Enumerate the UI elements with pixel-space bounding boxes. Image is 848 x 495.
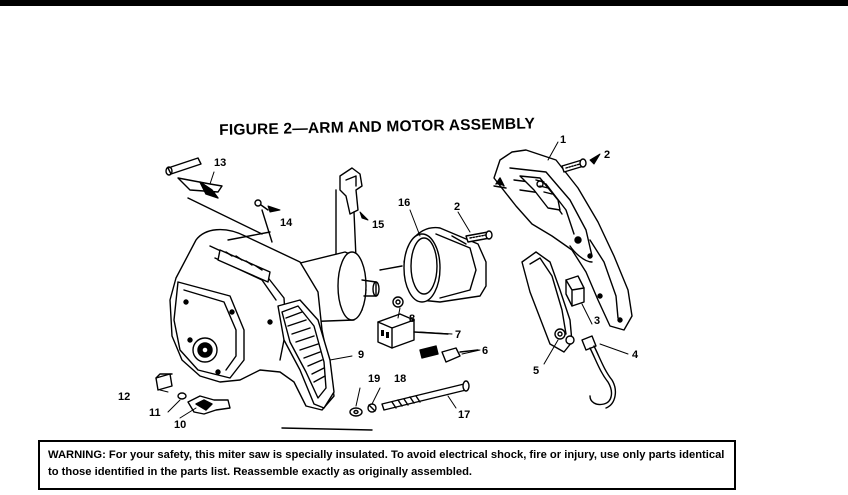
- callout-8: 8: [409, 313, 415, 325]
- part-14-screw: [254, 199, 273, 243]
- callout-19: 19: [368, 373, 380, 385]
- callout-11: 11: [149, 407, 161, 419]
- part-2-screw-top: [561, 158, 587, 173]
- part-16-motor-shroud: [379, 226, 487, 303]
- callout-7: 7: [455, 329, 461, 341]
- callout-10: 10: [174, 419, 186, 431]
- callout-2-middle: 2: [454, 201, 460, 213]
- part-9-motor-housing: [169, 229, 373, 431]
- callout-15: 15: [372, 219, 384, 231]
- callout-16: 16: [398, 197, 410, 209]
- callout-3: 3: [594, 315, 600, 327]
- callout-17: 17: [458, 409, 470, 421]
- part-5-handle-cover: [521, 251, 575, 353]
- callout-1: 1: [560, 134, 566, 146]
- warning-label: WARNING:: [48, 449, 106, 461]
- part-4-cord: [581, 335, 617, 409]
- callout-13: 13: [214, 157, 226, 169]
- callout-labels: 1 2 2 3 4 5 6 7 8 9 10 11 12 13 14 15 16…: [118, 134, 639, 431]
- part-18-lock-washer: [367, 403, 377, 413]
- part-13-lock-pin: [165, 157, 263, 235]
- part-1-handle: [493, 149, 633, 331]
- callout-9: 9: [358, 349, 364, 361]
- part-19-washer: [349, 407, 363, 417]
- callout-5: 5: [533, 365, 539, 377]
- part-3-switch: [565, 275, 585, 307]
- part-12-terminal: [155, 373, 173, 391]
- callout-4: 4: [632, 349, 639, 361]
- top-border: [0, 0, 848, 6]
- part-15-switch: [335, 167, 363, 271]
- leader-lines: [159, 141, 629, 419]
- callout-12: 12: [118, 391, 130, 403]
- part-10-cord-clamp: [177, 392, 231, 415]
- callout-6: 6: [482, 345, 488, 357]
- warning-box: WARNING: For your safety, this miter saw…: [38, 440, 736, 490]
- part-8-nut: [392, 296, 404, 308]
- part-2-screw-middle: [465, 230, 493, 243]
- warning-text: For your safety, this miter saw is speci…: [48, 449, 725, 478]
- callout-2-top: 2: [604, 149, 610, 161]
- callout-18: 18: [394, 373, 406, 385]
- part-6-brush: [419, 345, 479, 363]
- callout-14: 14: [280, 217, 293, 229]
- part-17-bolt: [381, 380, 470, 411]
